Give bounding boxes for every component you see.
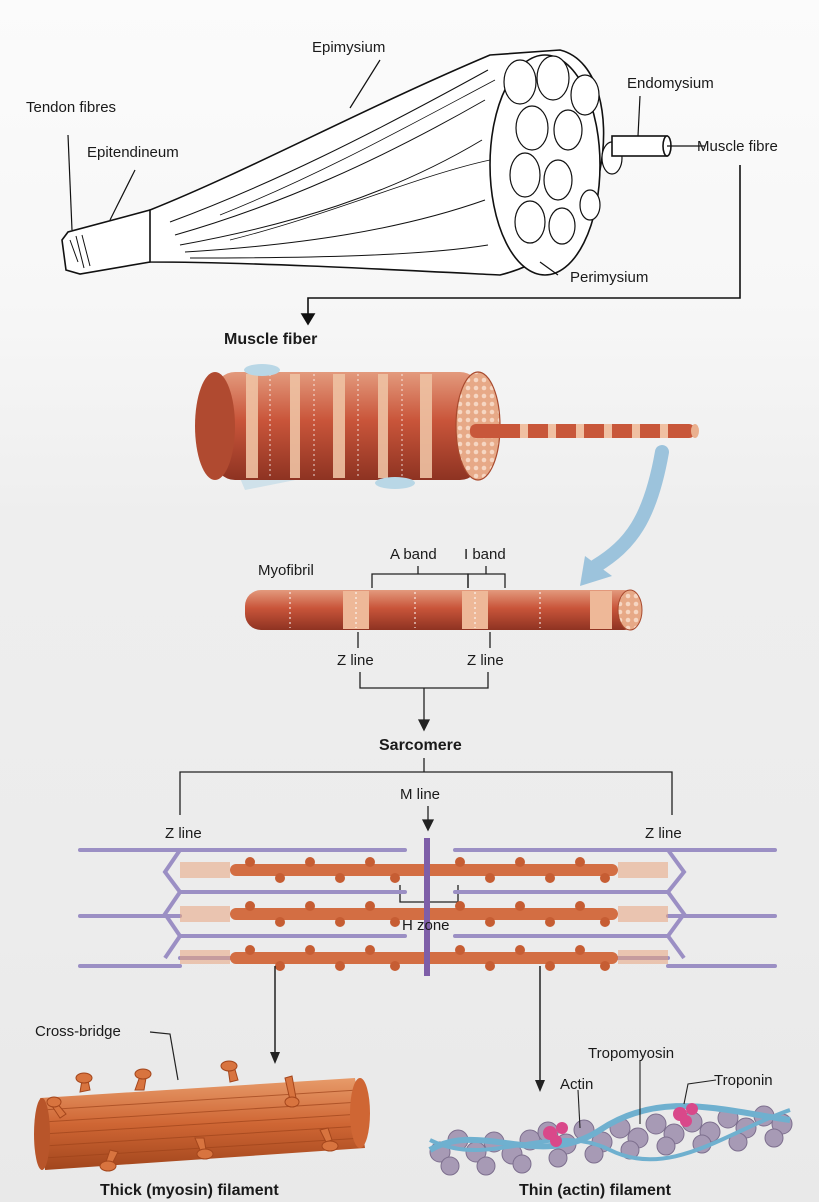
label-muscle-fiber: Muscle fiber [224, 332, 317, 348]
label-tropomyosin: Tropomyosin [588, 1046, 674, 1061]
myofibril-illustration [245, 590, 642, 630]
label-troponin: Troponin [714, 1073, 773, 1088]
label-thick-filament: Thick (myosin) filament [100, 1183, 279, 1199]
label-actin: Actin [560, 1077, 593, 1092]
zoom-arrow [596, 452, 662, 566]
muscle-fiber-illustration [195, 364, 699, 490]
label-i-band: I band [464, 547, 506, 562]
label-z-line-left-myofibril: Z line [337, 653, 374, 668]
label-tendon-fibres: Tendon fibres [26, 100, 116, 115]
label-epitendineum: Epitendineum [87, 145, 179, 160]
label-z-line-right-myofibril: Z line [467, 653, 504, 668]
label-epimysium: Epimysium [312, 40, 385, 55]
thick-filament-illustration [34, 1032, 370, 1171]
label-a-band: A band [390, 547, 437, 562]
label-perimysium: Perimysium [570, 270, 648, 285]
label-endomysium: Endomysium [627, 76, 714, 91]
label-muscle-fibre: Muscle fibre [697, 139, 778, 154]
label-cross-bridge: Cross-bridge [35, 1024, 121, 1039]
label-sarcomere: Sarcomere [379, 738, 462, 754]
label-thin-filament: Thin (actin) filament [519, 1183, 671, 1199]
label-myofibril: Myofibril [258, 563, 314, 578]
label-z-line-right-sarcomere: Z line [645, 826, 682, 841]
label-m-line: M line [400, 787, 440, 802]
label-z-line-left-sarcomere: Z line [165, 826, 202, 841]
label-h-zone: H zone [402, 918, 450, 933]
